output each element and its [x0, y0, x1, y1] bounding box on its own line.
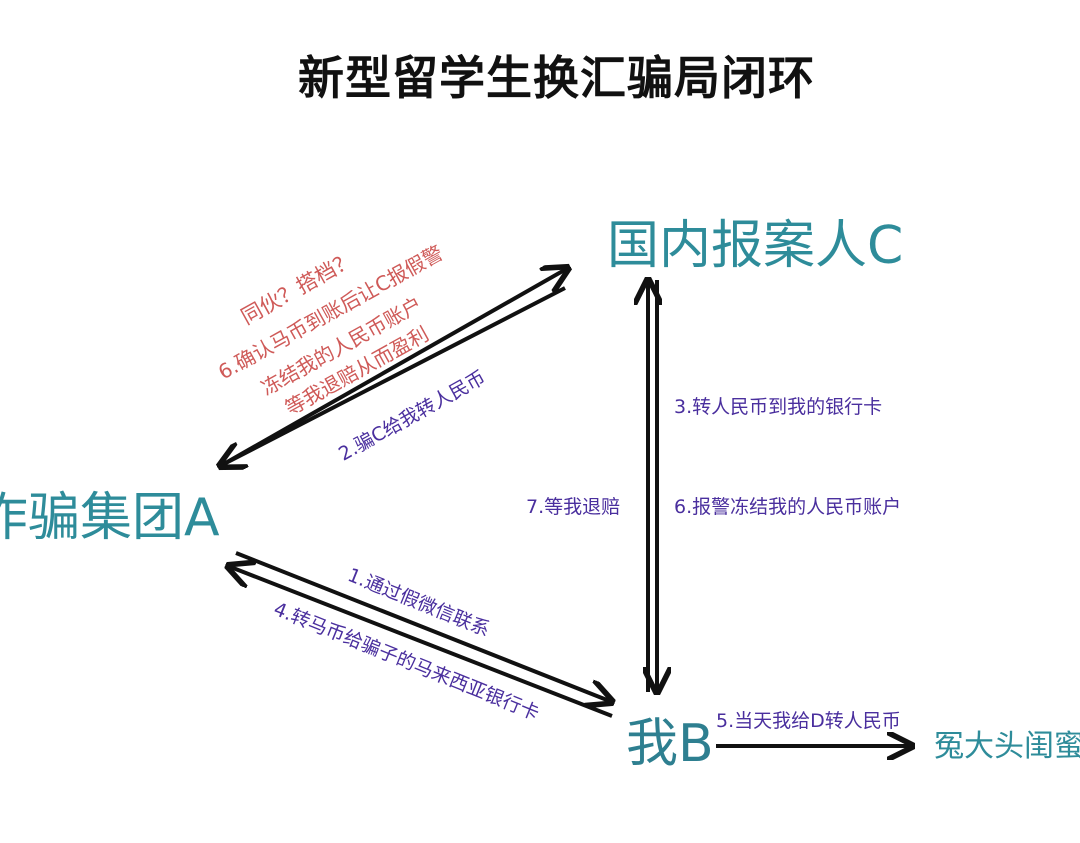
edge-label-5: 5.当天我给D转人民币 — [716, 710, 901, 732]
edge-label-3: 3.转人民币到我的银行卡 — [674, 396, 883, 418]
edge-label-6: 6.报警冻结我的人民币账户 — [674, 496, 902, 518]
arrow-b-to-a — [228, 566, 613, 718]
arrow-c-to-a — [220, 286, 566, 466]
arrow-a-to-c — [221, 268, 568, 467]
node-bestie-d: 冤大头闺蜜 — [934, 729, 1080, 764]
edge-label-7: 7.等我退赔 — [526, 496, 621, 518]
page-title: 新型留学生换汇骗局闭环 — [298, 51, 815, 105]
node-me-b: 我B — [626, 714, 714, 774]
node-fraud-group-a: 诈骗集团A — [0, 488, 220, 548]
node-reporter-c: 国内报案人C — [607, 216, 904, 276]
arrow-a-to-b — [235, 551, 612, 702]
